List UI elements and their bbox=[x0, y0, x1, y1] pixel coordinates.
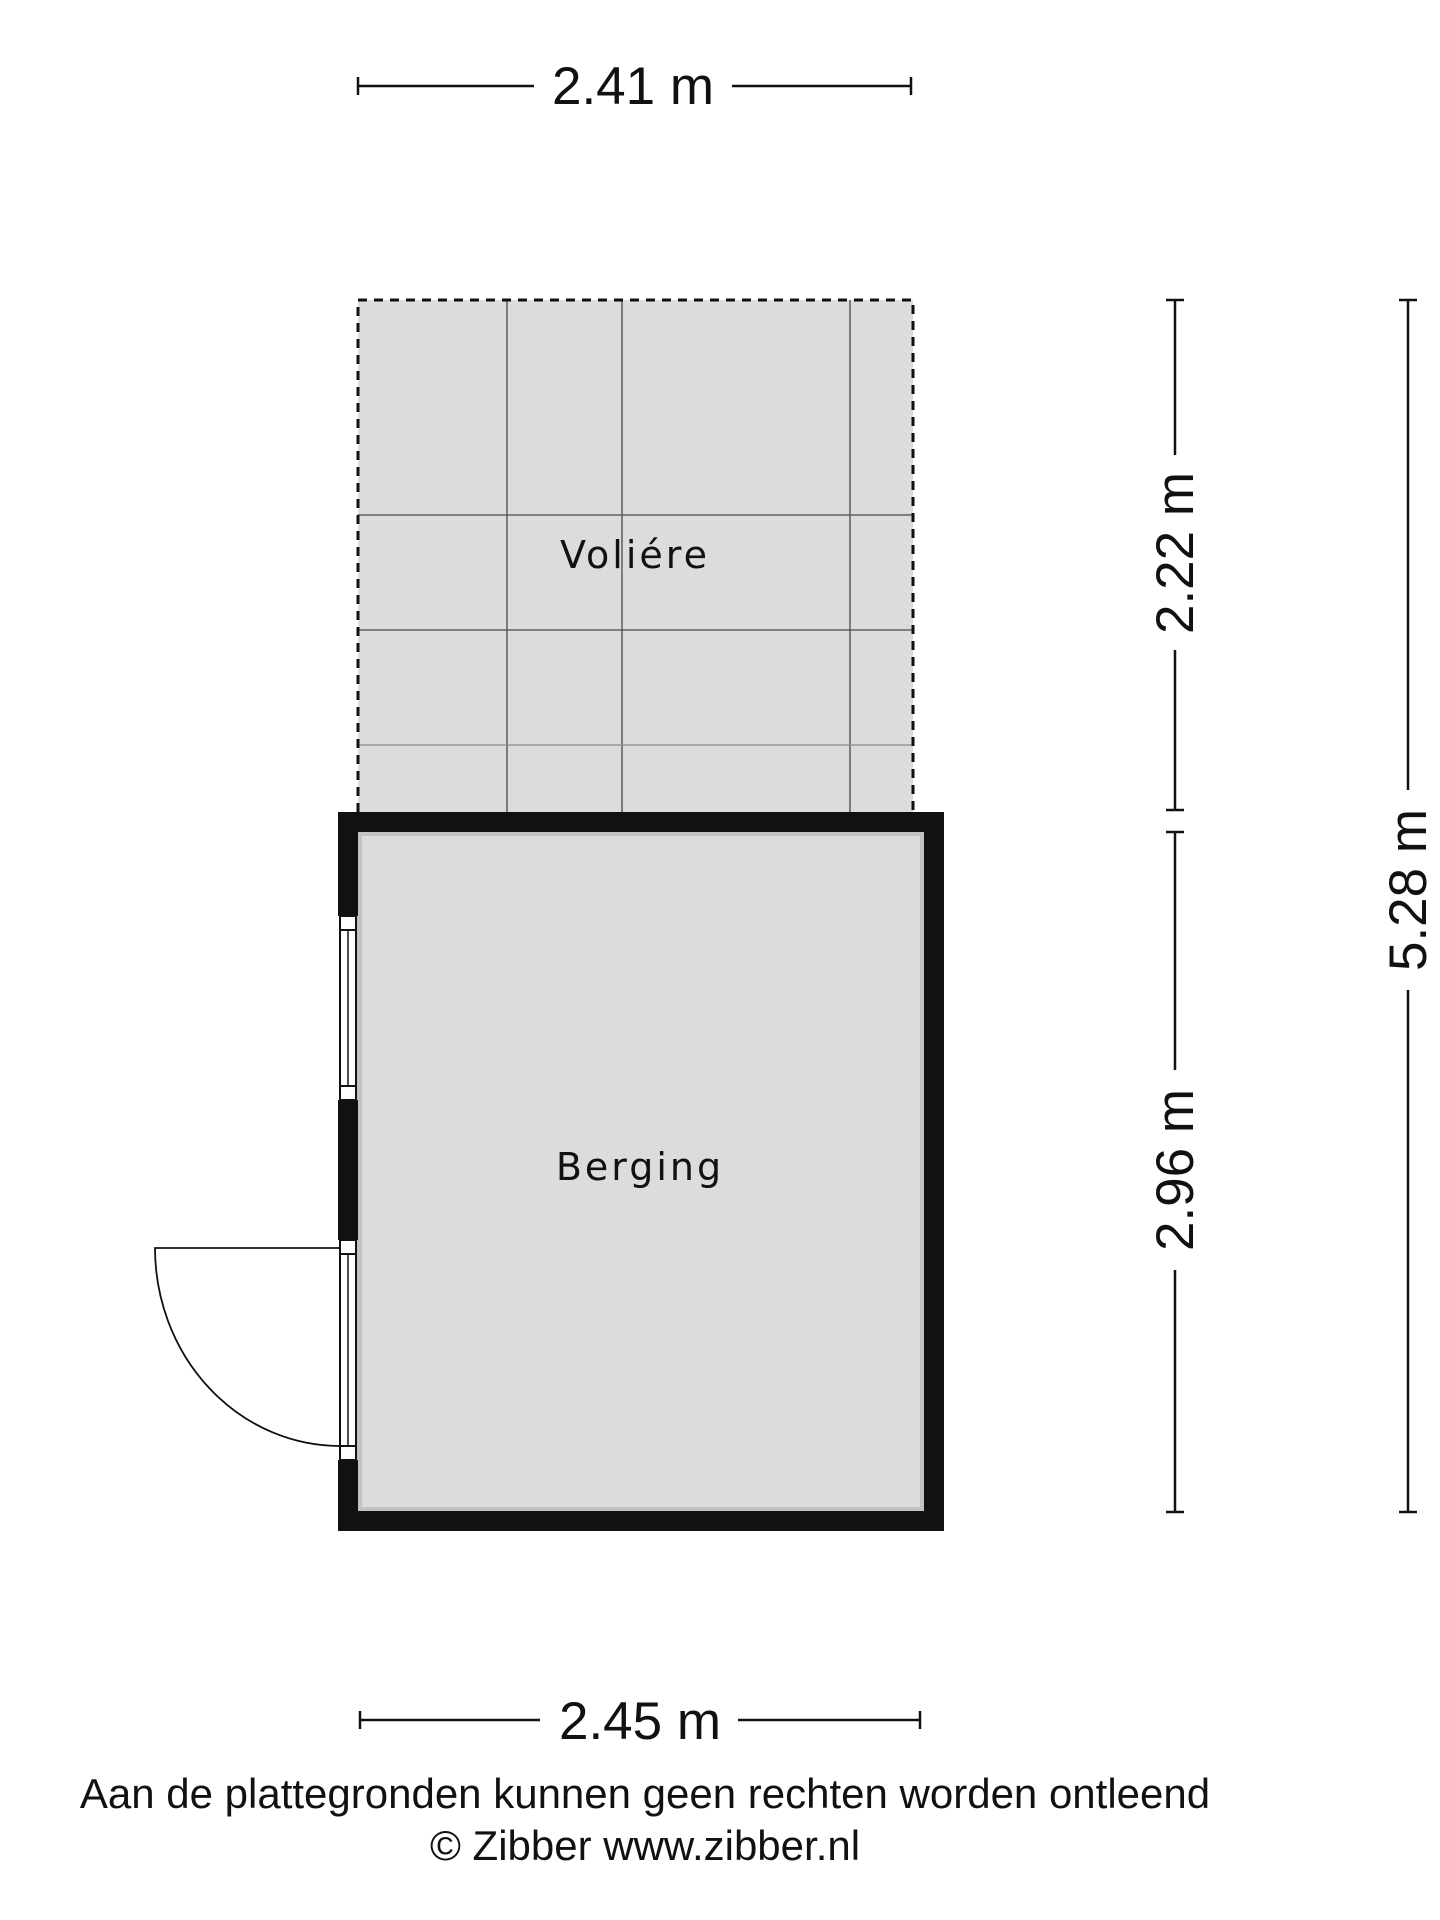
wall-left-top bbox=[338, 812, 358, 916]
dimension-top bbox=[356, 77, 913, 95]
dimension-top-label: 2.41 m bbox=[552, 57, 714, 116]
door bbox=[154, 1239, 357, 1461]
voliere-area bbox=[356, 298, 915, 812]
berging-room bbox=[154, 812, 944, 1531]
door-swing-arc bbox=[154, 1247, 341, 1447]
wall-left-bottom bbox=[338, 1460, 358, 1531]
dimension-bottom-label: 2.45 m bbox=[559, 1692, 721, 1751]
dimension-total-height bbox=[1399, 298, 1417, 1514]
dimension-voliere-height bbox=[1166, 298, 1184, 812]
dimension-total-height-label: 5.28 m bbox=[1379, 809, 1438, 971]
room-label-berging: Berging bbox=[556, 1145, 724, 1189]
voliere-floor bbox=[358, 300, 913, 812]
wall-top bbox=[338, 812, 944, 832]
window bbox=[339, 915, 357, 1101]
dimension-bottom bbox=[358, 1711, 922, 1729]
footer-copyright: © Zibber www.zibber.nl bbox=[429, 1822, 861, 1869]
voliere-dashed-outline bbox=[356, 298, 915, 812]
wall-bottom bbox=[338, 1511, 944, 1531]
dimension-berging-height-label: 2.96 m bbox=[1146, 1089, 1205, 1251]
dimension-berging-height bbox=[1166, 830, 1184, 1514]
wall-right bbox=[924, 812, 944, 1531]
footer-disclaimer: Aan de plattegronden kunnen geen rechten… bbox=[79, 1770, 1211, 1817]
berging-floor bbox=[358, 832, 924, 1511]
voliere-grid bbox=[358, 300, 913, 812]
wall-left-middle bbox=[338, 1100, 358, 1240]
room-label-voliere: Voliére bbox=[560, 533, 710, 577]
dimension-voliere-height-label: 2.22 m bbox=[1146, 472, 1205, 634]
